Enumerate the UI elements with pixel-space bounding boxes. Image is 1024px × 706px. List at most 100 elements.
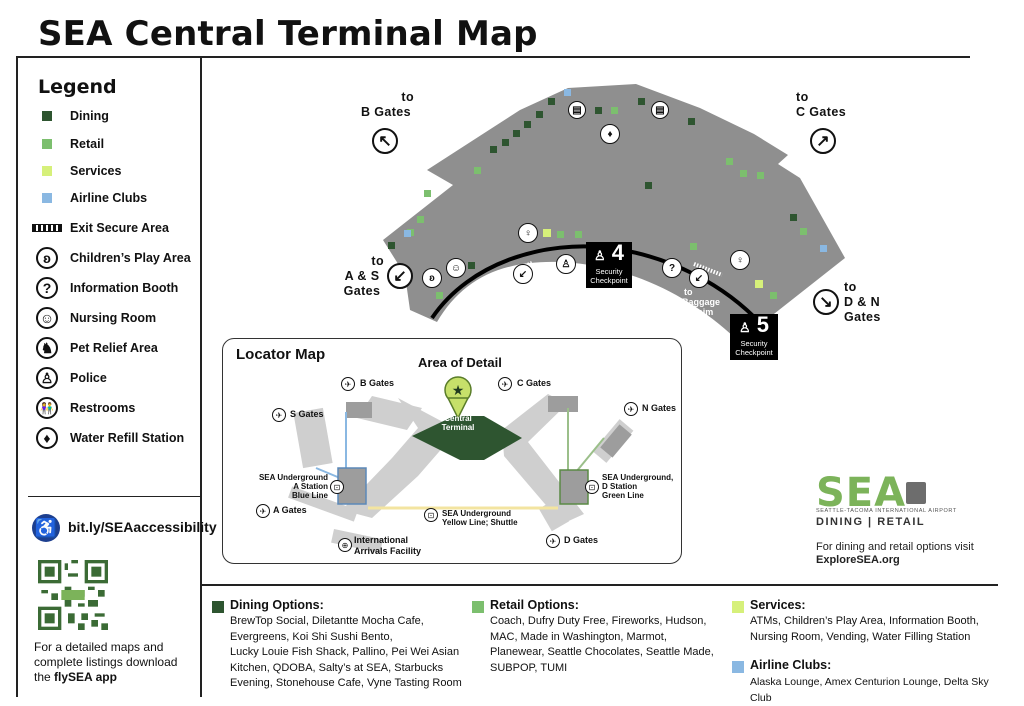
question-mark-icon: ?	[36, 277, 58, 299]
accessibility-link[interactable]: bit.ly/SEAaccessibility	[68, 519, 217, 535]
central-terminal	[412, 416, 522, 460]
services-title: Services:	[750, 598, 806, 612]
c-gates-building	[548, 396, 578, 412]
nursing-icon: ☺	[36, 307, 58, 329]
yellow-line-label: SEA Underground Yellow Line; Shuttle	[442, 509, 518, 527]
page-title: SEA Central Terminal Map	[38, 14, 538, 54]
b-gates-label: to B Gates	[358, 90, 414, 120]
dining-square-icon	[42, 111, 52, 121]
visit-text: For dining and retail options visit	[816, 541, 974, 553]
dining-line: Kitchen, QDOBA, Salty’s at SEA, Starbuck…	[230, 661, 444, 674]
dining-line: BrewTop Social, Diletantte Mocha Cafe,	[230, 615, 424, 627]
intl-line: International	[354, 535, 409, 545]
security-checkpoint-5: ♙ 5 Security Checkpoint	[730, 314, 778, 360]
station-line: Blue Line	[291, 491, 328, 500]
legend-item-pet-relief-area: ♞ Pet Relief Area	[30, 336, 158, 360]
teddy-bear-icon: ʚ	[36, 247, 58, 269]
checkpoint-caption: Security	[740, 339, 768, 348]
station-line: D Station	[602, 482, 638, 491]
dining-markers	[388, 98, 797, 269]
legend-item-services: Services	[30, 159, 121, 183]
d-station-label: SEA Underground, D Station Green Line	[602, 473, 682, 500]
d-n-gates-label: to D & N Gates	[844, 280, 890, 325]
dining-retail-label: DINING | RETAIL	[816, 516, 926, 528]
airline-clubs-square-icon	[42, 193, 52, 203]
dining-square-icon	[212, 601, 224, 613]
gate-to: to	[401, 90, 414, 104]
sidebar-rule-left	[16, 57, 18, 697]
retail-options-title: Retail Options:	[490, 598, 579, 612]
gate-to: to	[371, 254, 384, 268]
legend-item-dining: Dining	[30, 104, 109, 128]
baggage-line: to	[684, 287, 693, 297]
area-of-detail-label: Area of Detail	[418, 355, 502, 370]
gate-name: Gates	[343, 284, 381, 298]
dining-line: Evening, Stonehouse Cafe, Vyne Tasting R…	[230, 677, 462, 689]
app-note-line: complete listings download	[34, 655, 178, 669]
baggage-line: Baggage	[508, 297, 547, 307]
gate-name: D & N	[844, 295, 881, 309]
footer-rule	[201, 584, 998, 586]
legend-item-retail: Retail	[30, 132, 104, 156]
station-line: SEA Underground,	[602, 473, 674, 482]
plane-icon: ✈	[272, 408, 286, 422]
airline-clubs-markers	[404, 89, 827, 252]
services-line: Nursing Room, Vending, Water Filling Sta…	[750, 630, 971, 643]
dining-options-title: Dining Options:	[230, 598, 324, 612]
legend-label: Airline Clubs	[70, 191, 148, 205]
intl-arrivals	[331, 528, 383, 554]
legend-label: Police	[70, 371, 107, 385]
n-gates-building	[600, 424, 632, 458]
legend-item-restrooms: 👫 Restrooms	[30, 396, 135, 420]
baggage-claim-label: to Baggage Claim	[508, 287, 548, 317]
a-station-label: SEA Underground A Station Blue Line	[258, 473, 328, 500]
train-icon: ⊡	[330, 480, 344, 494]
star-icon: ★	[452, 383, 465, 399]
explore-sea-link[interactable]: ExploreSEA.org	[816, 554, 900, 566]
checkpoint-caption: Checkpoint	[590, 276, 628, 285]
legend-item-exit-secure-area: Exit Secure Area	[30, 216, 169, 240]
dining-line: Evergreens, Koi Shi Sushi Bento,	[230, 630, 393, 643]
train-icon: ⊡	[585, 480, 599, 494]
services-markers	[543, 229, 763, 288]
water-drop-icon: ♦	[600, 124, 620, 144]
locator-s-gates: S Gates	[290, 409, 324, 419]
legend-label: Information Booth	[70, 281, 179, 295]
retail-line: Planewear, Seattle Chocolates, Seattle M…	[490, 646, 714, 658]
station-line: Yellow Line; Shuttle	[442, 518, 518, 527]
person-icon: ♙	[738, 320, 751, 335]
legend-bottom-rule	[28, 496, 200, 497]
gate-name: C Gates	[796, 105, 847, 119]
airline-clubs-line: Alaska Lounge, Amex Centurion Lounge, De…	[750, 676, 989, 704]
train-icon: ⊡	[424, 508, 438, 522]
qr-code[interactable]	[38, 560, 108, 630]
restroom-icon: 👫	[36, 397, 58, 419]
retail-square-icon	[42, 139, 52, 149]
question-mark-icon: ?	[662, 258, 682, 278]
station-line: SEA Underground	[258, 473, 328, 482]
sea-subtitle: SEATTLE-TACOMA INTERNATIONAL AIRPORT	[816, 508, 957, 514]
teddy-bear-icon: ʚ	[422, 268, 442, 288]
green-line	[575, 437, 605, 473]
legend-title: Legend	[38, 76, 117, 98]
c-gates-label: to C Gates	[796, 90, 856, 120]
app-name: flySEA app	[54, 670, 117, 684]
nursing-icon: ☺	[446, 258, 466, 278]
legend-label: Restrooms	[70, 401, 136, 415]
services-line: ATMs, Children’s Play Area, Information …	[750, 615, 979, 627]
shopping-bag-icon	[906, 482, 926, 504]
checkpoint-number: 4	[611, 240, 625, 265]
checkpoint-number: 5	[756, 312, 770, 337]
legend-label: Exit Secure Area	[70, 221, 169, 235]
gate-to: to	[844, 280, 857, 294]
dog-icon: ♞	[36, 337, 58, 359]
retail-line: SUBPOP, TUMI	[490, 661, 568, 674]
exit-secure-area-right	[693, 262, 723, 277]
baggage-line: Claim	[515, 307, 541, 317]
police-icon: ♙	[36, 367, 58, 389]
legend-item-information-booth: ? Information Booth	[30, 276, 178, 300]
sea-logo: SEA	[816, 470, 907, 516]
legend-item-water-refill-station: ♦ Water Refill Station	[30, 426, 184, 450]
title-rule	[16, 56, 970, 58]
plane-icon: ✈	[498, 377, 512, 391]
